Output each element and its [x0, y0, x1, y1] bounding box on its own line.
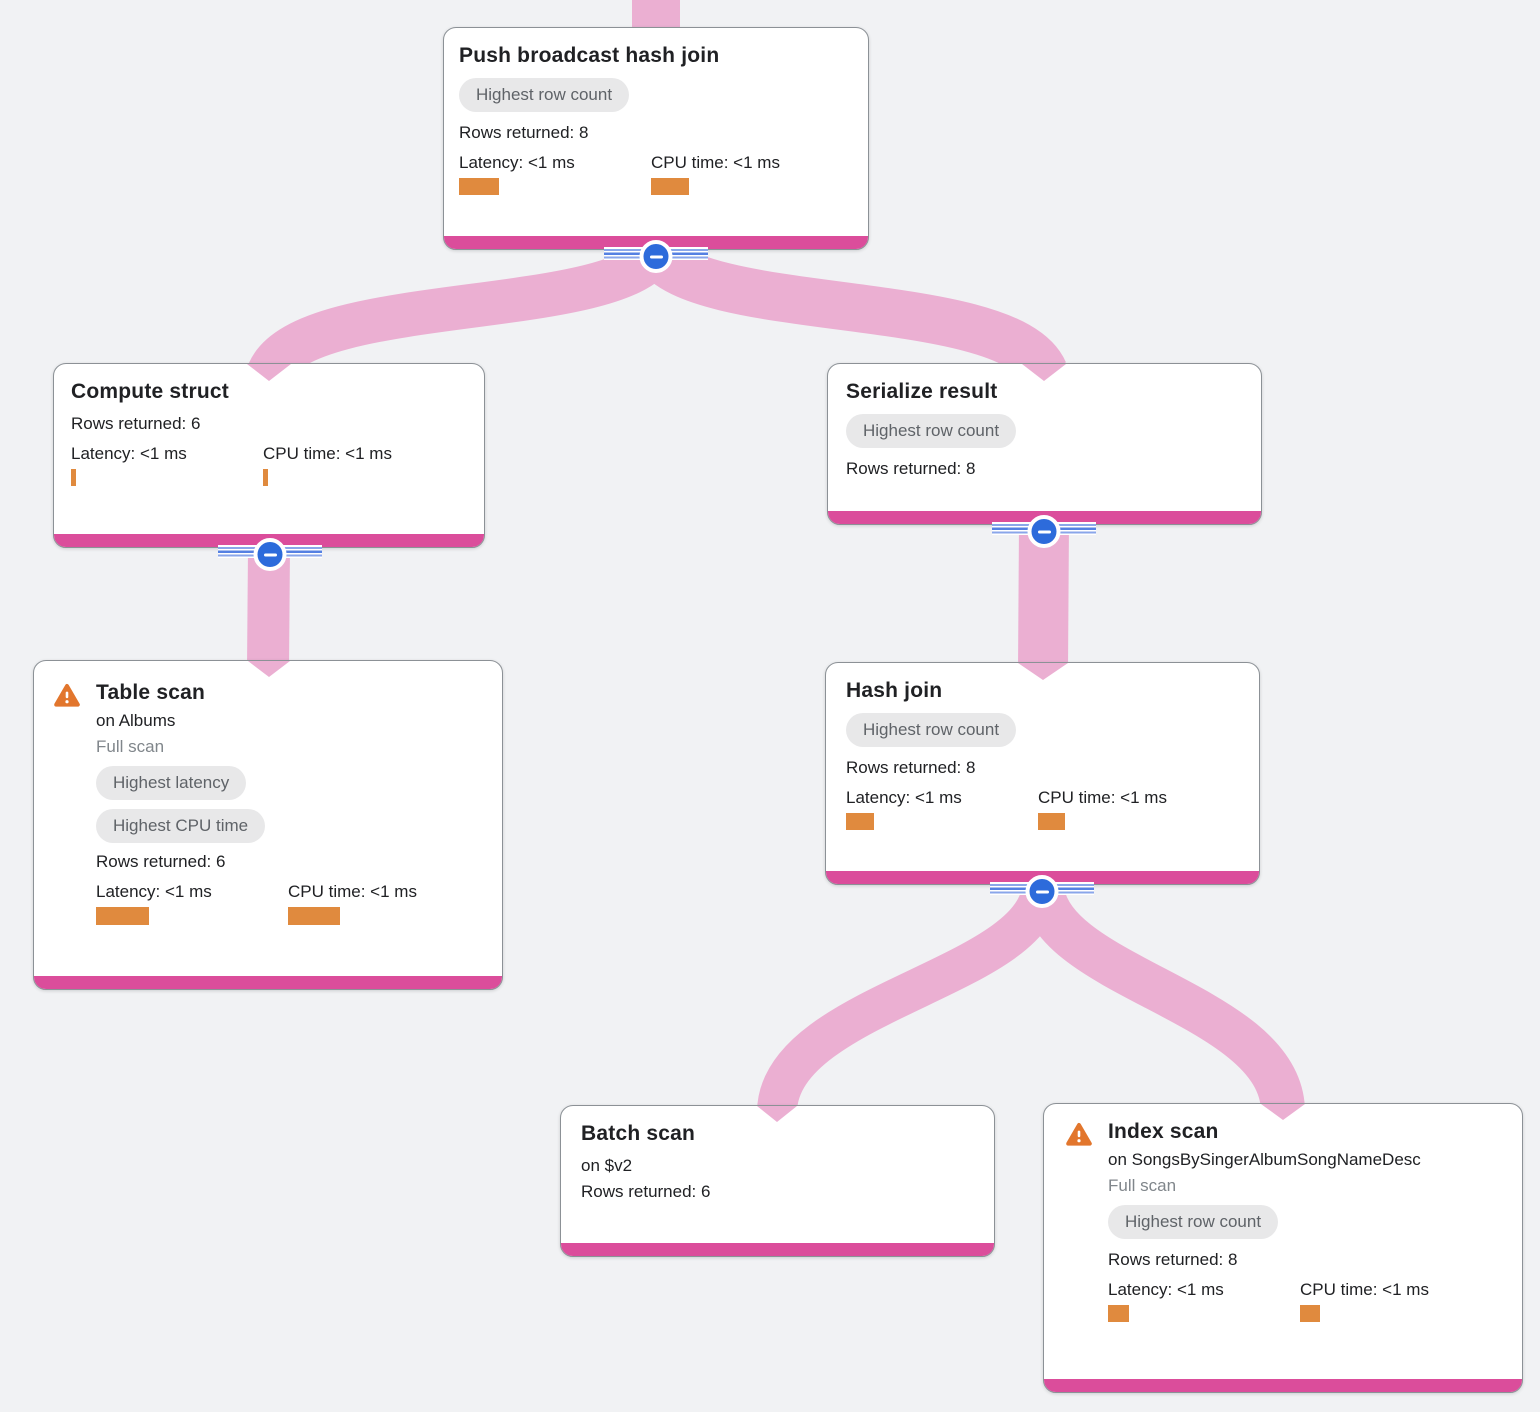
- collapse-minus-icon: [1027, 515, 1061, 548]
- rows-returned: Rows returned: 6: [71, 414, 201, 433]
- badge-highest-row-count: Highest row count: [1108, 1205, 1279, 1239]
- badge-highest-row-count: Highest row count: [846, 713, 1017, 747]
- scan-type: Full scan: [1108, 1176, 1177, 1195]
- node-title: Batch scan: [581, 1122, 696, 1145]
- scan-type: Full scan: [96, 737, 165, 756]
- badge-highest-row-count: Highest row count: [846, 414, 1017, 448]
- edge-push-to-compute: [248, 237, 675, 384]
- rows-returned: Rows returned: 6: [581, 1182, 711, 1201]
- cpu-time-label: CPU time: <1 ms: [1038, 788, 1167, 807]
- collapse-minus-icon: [1025, 875, 1059, 908]
- latency-bar: [459, 178, 499, 195]
- warning-icon: [1066, 1123, 1092, 1146]
- node-compute-struct[interactable]: Compute struct Rows returned: 6 Latency:…: [53, 363, 485, 548]
- latency-label: Latency: <1 ms: [1108, 1280, 1224, 1299]
- node-title: Push broadcast hash join: [459, 44, 720, 67]
- cpu-time-bar: [651, 178, 689, 195]
- collapse-minus-icon: [639, 240, 673, 273]
- latency-bar: [846, 813, 874, 830]
- rows-returned: Rows returned: 8: [846, 758, 976, 777]
- node-title: Table scan: [96, 681, 205, 704]
- edge-push-to-serialize: [635, 236, 1066, 385]
- cpu-time-bar: [1300, 1305, 1320, 1322]
- latency-label: Latency: <1 ms: [846, 788, 962, 807]
- node-footer-bar: [34, 976, 502, 989]
- collapse-button-serialize[interactable]: [992, 515, 1096, 552]
- scan-target: on SongsBySingerAlbumSongNameDesc: [1108, 1150, 1421, 1169]
- node-table-scan[interactable]: Table scan on Albums Full scan Highest l…: [33, 660, 503, 990]
- edge-hash-to-batch: [757, 881, 1062, 1115]
- cpu-time-label: CPU time: <1 ms: [1300, 1280, 1429, 1299]
- badge-highest-cpu-time: Highest CPU time: [96, 809, 266, 843]
- edge-hash-to-index: [1020, 881, 1305, 1114]
- latency-label: Latency: <1 ms: [96, 882, 212, 901]
- collapse-button-push[interactable]: [604, 240, 708, 277]
- cpu-time-label: CPU time: <1 ms: [263, 444, 392, 463]
- collapse-button-compute[interactable]: [218, 538, 322, 575]
- latency-bar: [96, 907, 149, 925]
- node-push-broadcast-hash-join[interactable]: Push broadcast hash join Highest row cou…: [443, 27, 869, 250]
- latency-label: Latency: <1 ms: [71, 444, 187, 463]
- rows-returned: Rows returned: 8: [459, 123, 589, 142]
- node-hash-join[interactable]: Hash join Highest row count Rows returne…: [825, 662, 1260, 885]
- cpu-time-label: CPU time: <1 ms: [288, 882, 417, 901]
- node-footer-bar: [561, 1243, 994, 1256]
- node-index-scan[interactable]: Index scan on SongsBySingerAlbumSongName…: [1043, 1103, 1523, 1393]
- node-serialize-result[interactable]: Serialize result Highest row count Rows …: [827, 363, 1262, 525]
- latency-bar: [71, 469, 76, 486]
- latency-bar: [1108, 1305, 1129, 1322]
- badge-highest-latency: Highest latency: [96, 766, 247, 800]
- cpu-time-label: CPU time: <1 ms: [651, 153, 780, 172]
- rows-returned: Rows returned: 8: [846, 459, 976, 478]
- cpu-time-bar: [1038, 813, 1065, 830]
- cpu-time-bar: [263, 469, 268, 486]
- node-title: Compute struct: [71, 380, 229, 403]
- node-batch-scan[interactable]: Batch scan on $v2 Rows returned: 6: [560, 1105, 995, 1257]
- scan-target: on Albums: [96, 711, 176, 730]
- warning-icon: [54, 684, 80, 707]
- rows-returned: Rows returned: 8: [1108, 1250, 1238, 1269]
- node-title: Index scan: [1108, 1120, 1219, 1143]
- latency-label: Latency: <1 ms: [459, 153, 575, 172]
- collapse-minus-icon: [253, 538, 287, 571]
- rows-returned: Rows returned: 6: [96, 852, 226, 871]
- cpu-time-bar: [288, 907, 340, 925]
- node-footer-bar: [1044, 1379, 1522, 1392]
- scan-target: on $v2: [581, 1156, 633, 1175]
- badge-highest-row-count: Highest row count: [459, 78, 630, 112]
- node-title: Serialize result: [846, 380, 998, 403]
- node-title: Hash join: [846, 679, 943, 702]
- collapse-button-hash[interactable]: [990, 875, 1094, 912]
